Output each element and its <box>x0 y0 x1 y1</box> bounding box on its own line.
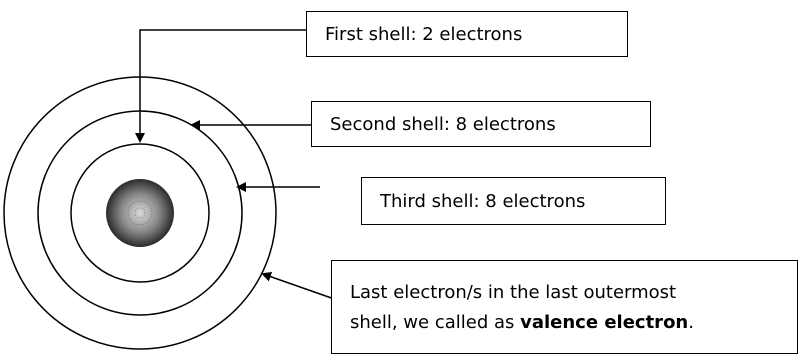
first-shell-connector <box>135 29 306 143</box>
inner-shell-ring <box>70 143 210 283</box>
valence-line-2: shell, we called as valence electron. <box>350 308 797 338</box>
nucleus <box>106 179 174 247</box>
second-shell-label: Second shell: 8 electrons <box>330 113 556 135</box>
second-shell-label-box: Second shell: 8 electrons <box>311 101 651 147</box>
nucleus-pattern-core <box>134 207 146 219</box>
nucleus-pattern-ring <box>127 200 153 226</box>
valence-line-1: Last electron/s in the last outermost <box>350 282 677 303</box>
third-shell-label-box: Third shell: 8 electrons <box>361 177 666 225</box>
first-shell-label: First shell: 2 electrons <box>325 23 523 45</box>
valence-electron-label-box: Last electron/s in the last outermost sh… <box>331 260 798 354</box>
valence-term: valence electron <box>520 312 689 333</box>
valence-line-2-prefix: shell, we called as <box>350 312 521 333</box>
first-shell-label-box: First shell: 2 electrons <box>306 11 628 57</box>
third-shell-label: Third shell: 8 electrons <box>380 190 586 212</box>
valence-connector <box>261 271 341 302</box>
valence-line-2-suffix: . <box>688 312 694 333</box>
